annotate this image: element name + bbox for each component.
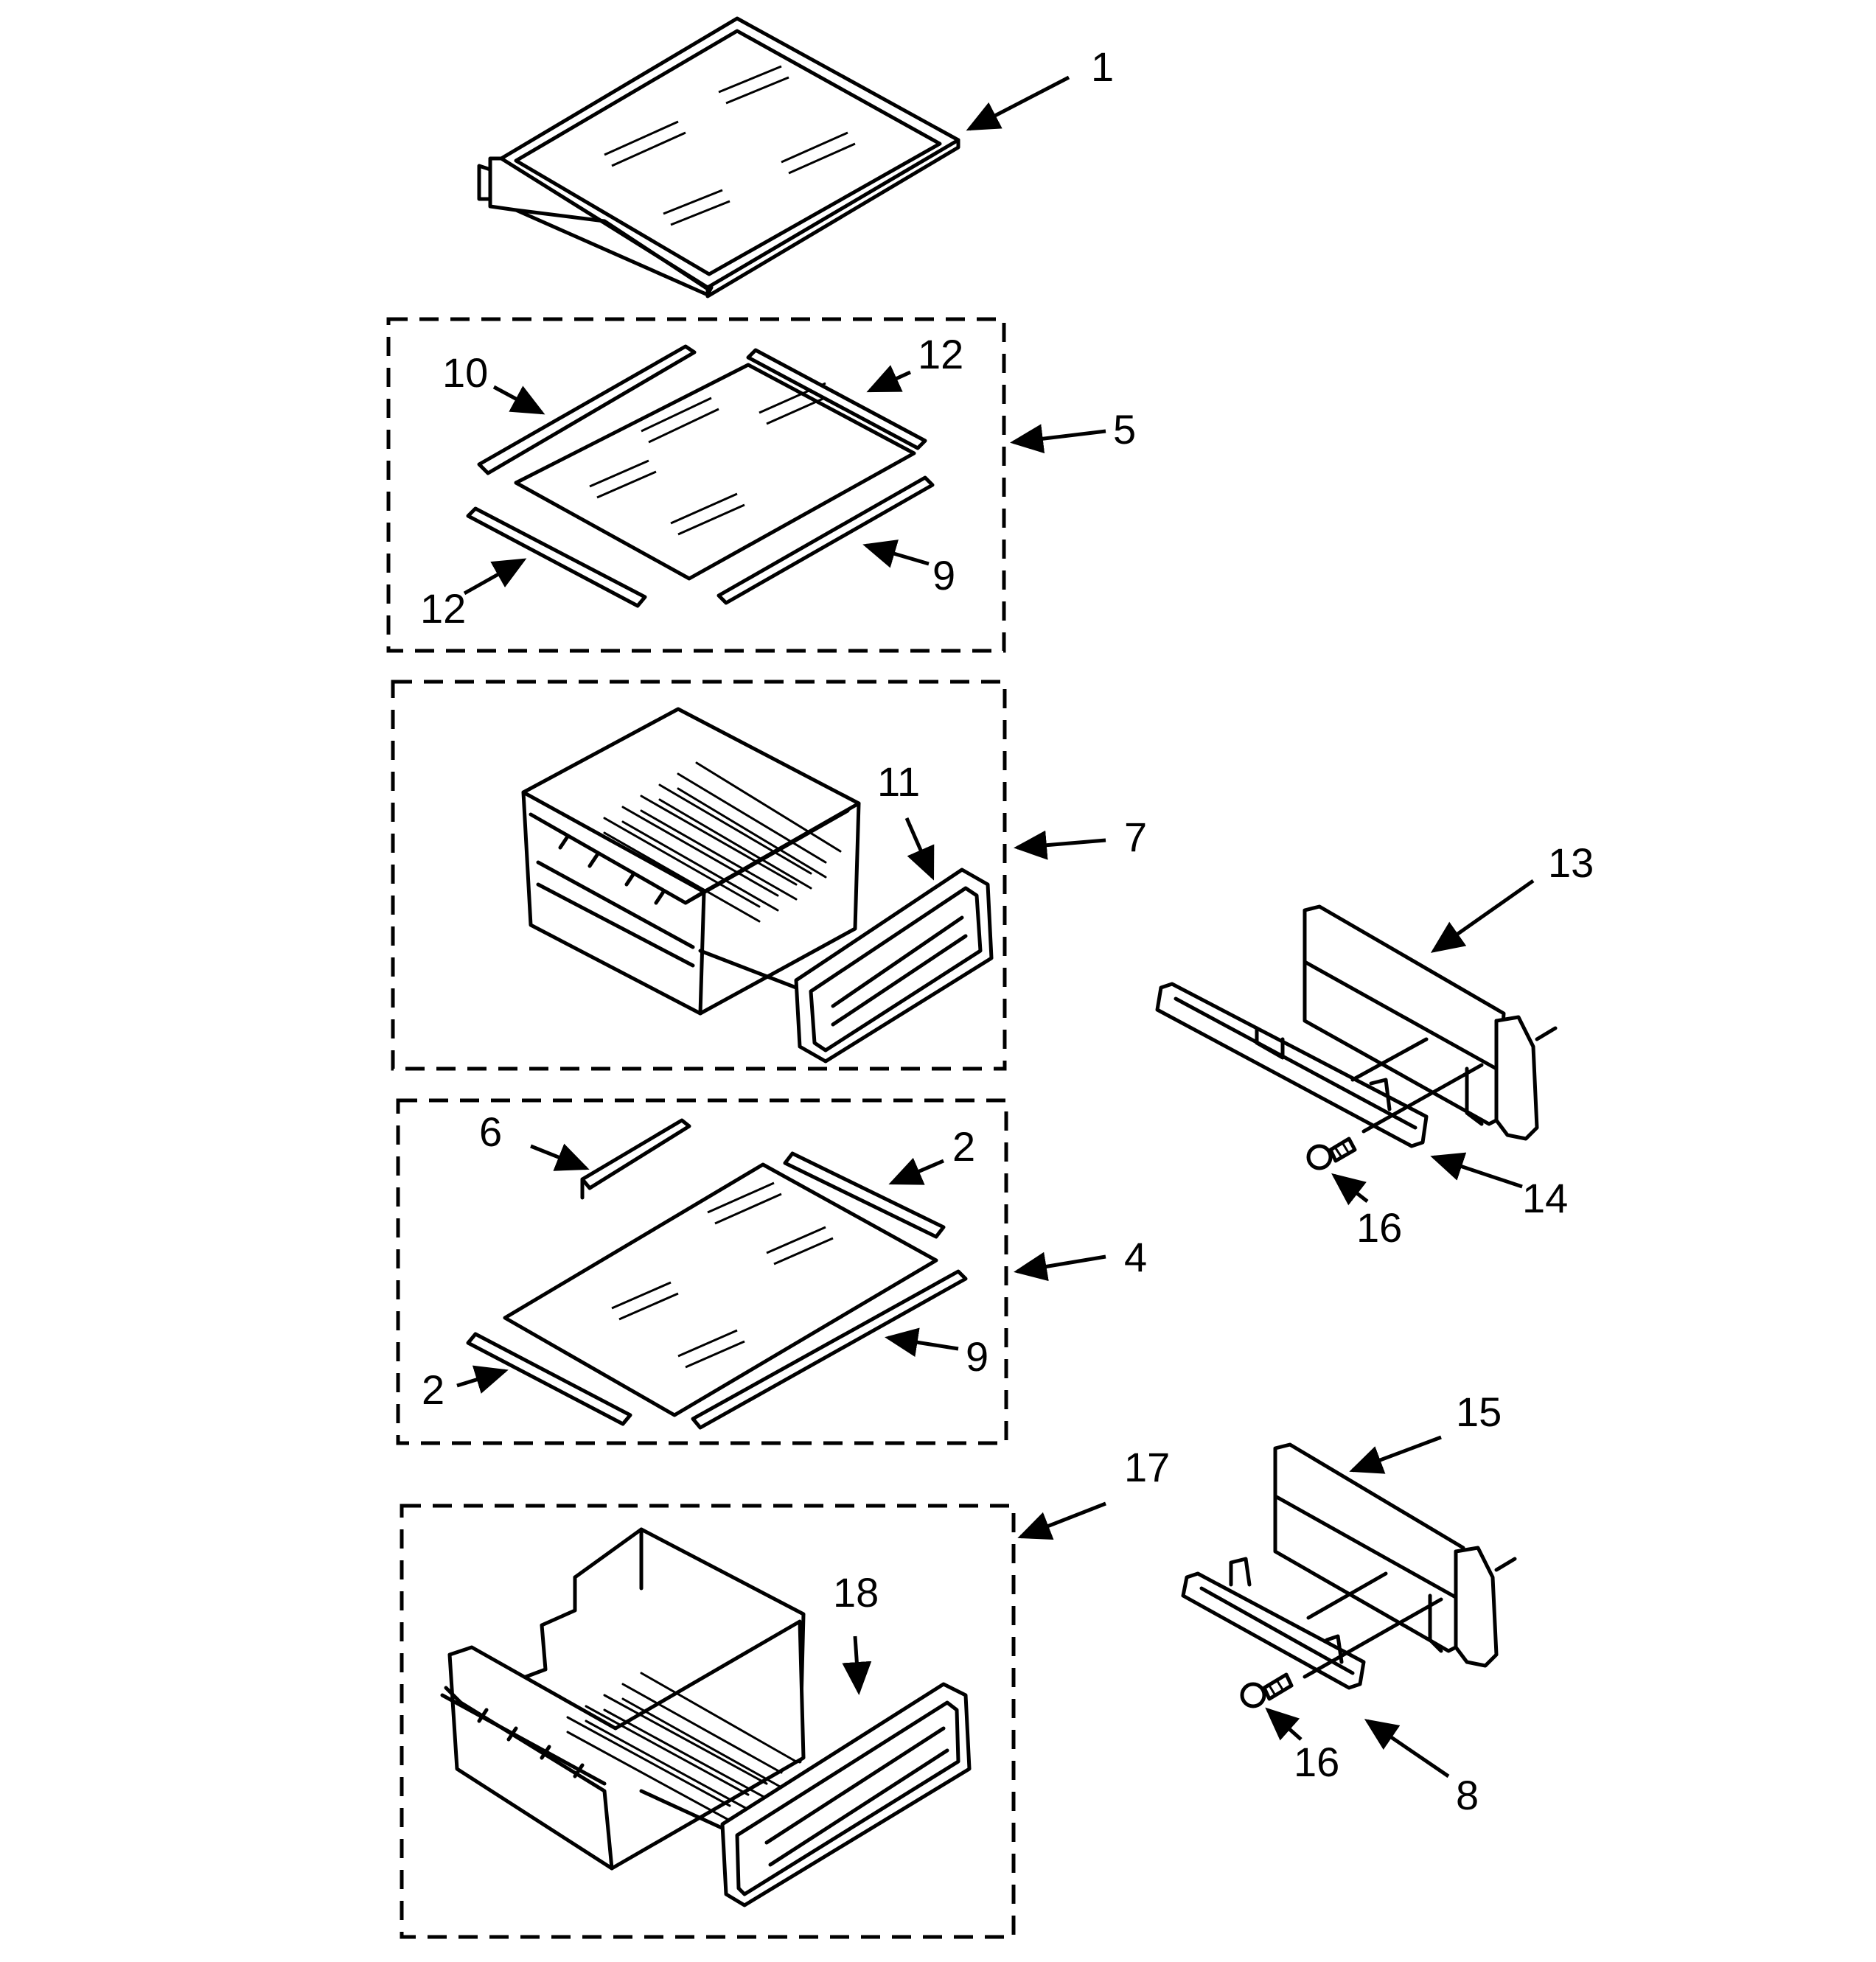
part-10-trim-strip xyxy=(477,344,697,475)
assembly-line-14 xyxy=(1361,1063,1484,1134)
callout-arrow-8 xyxy=(1364,1719,1450,1778)
callout-arrow-4 xyxy=(1014,1251,1106,1282)
callout-arrow-9a xyxy=(862,540,930,568)
assembly-line-13 xyxy=(1350,1037,1429,1082)
part-8-slide-rail xyxy=(1181,1557,1366,1690)
callout-arrow-12b xyxy=(463,558,527,596)
callout-arrow-17 xyxy=(1017,1501,1106,1540)
part-9-trim-strip xyxy=(716,475,935,605)
callout-label-17: 17 xyxy=(1124,1444,1170,1490)
part-7-crisper-drawer xyxy=(521,707,861,1016)
part-11-crisper-front xyxy=(794,867,994,1064)
callout-label-1: 1 xyxy=(1091,43,1114,90)
callout-label-16a: 16 xyxy=(1356,1204,1402,1251)
assembly-7-boundary xyxy=(391,680,1007,1071)
callout-label-7: 7 xyxy=(1124,814,1147,860)
callout-arrow-10 xyxy=(492,385,545,415)
callout-arrow-18 xyxy=(842,1635,872,1695)
part-1-shelf xyxy=(477,16,960,299)
callout-arrow-6 xyxy=(530,1143,590,1171)
assembly-line-8 xyxy=(1303,1597,1443,1679)
part-6-trim-strip xyxy=(580,1118,691,1200)
callout-label-5: 5 xyxy=(1113,406,1136,453)
callout-label-12b: 12 xyxy=(420,585,466,632)
callout-label-13: 13 xyxy=(1548,839,1594,886)
part-9-trim-strip-lower xyxy=(691,1269,968,1430)
part-16-screw-upper xyxy=(1306,1137,1357,1170)
callout-arrow-16b xyxy=(1265,1707,1303,1741)
callout-label-16b: 16 xyxy=(1294,1739,1339,1785)
callout-arrow-2b xyxy=(456,1365,509,1394)
callout-arrow-7 xyxy=(1014,830,1106,860)
callout-arrow-2a xyxy=(888,1157,944,1185)
callout-arrow-13 xyxy=(1430,879,1535,953)
part-2-trim-strip-right xyxy=(783,1151,946,1239)
callout-label-18: 18 xyxy=(833,1569,879,1616)
callout-arrow-11 xyxy=(904,817,935,881)
callout-label-12a: 12 xyxy=(918,331,963,377)
callout-label-2b: 2 xyxy=(422,1366,444,1413)
callout-arrow-12a xyxy=(866,365,912,393)
callout-arrow-5 xyxy=(1010,424,1106,454)
assembly-4-boundary xyxy=(396,1098,1008,1445)
part-15-rail-cover xyxy=(1273,1442,1517,1668)
assembly-line-15 xyxy=(1306,1571,1388,1620)
callout-label-9a: 9 xyxy=(932,552,955,598)
part-17-freezer-drawer xyxy=(440,1527,806,1871)
callout-label-4: 4 xyxy=(1124,1234,1147,1280)
callout-arrow-9b xyxy=(885,1327,959,1357)
callout-arrow-1 xyxy=(966,75,1070,131)
part-16-screw-lower xyxy=(1240,1672,1294,1708)
callout-label-8: 8 xyxy=(1456,1772,1479,1818)
callout-label-15: 15 xyxy=(1456,1389,1502,1435)
assembly-17-boundary xyxy=(400,1504,1016,1939)
part-2-trim-strip-left xyxy=(466,1332,632,1426)
callout-label-9b: 9 xyxy=(966,1333,988,1380)
part-12-trim-strip-right xyxy=(746,348,927,450)
callout-arrow-14 xyxy=(1430,1152,1523,1189)
assembly-5-boundary xyxy=(386,317,1006,653)
part-13-rail-cover xyxy=(1303,904,1558,1141)
part-12-trim-strip-left xyxy=(466,506,647,608)
callout-label-2a: 2 xyxy=(952,1123,975,1170)
callout-label-11: 11 xyxy=(877,758,920,805)
callout-arrow-15 xyxy=(1349,1435,1442,1474)
part-14-slide-rail xyxy=(1155,982,1429,1148)
callout-arrow-16a xyxy=(1331,1173,1369,1206)
callout-label-10: 10 xyxy=(442,349,488,396)
part-18-freezer-front xyxy=(720,1682,972,1907)
callout-label-14: 14 xyxy=(1522,1175,1568,1221)
callout-label-6: 6 xyxy=(479,1109,502,1155)
part-5-glass-shelf xyxy=(514,363,916,581)
part-4-glass-shelf xyxy=(503,1162,938,1417)
